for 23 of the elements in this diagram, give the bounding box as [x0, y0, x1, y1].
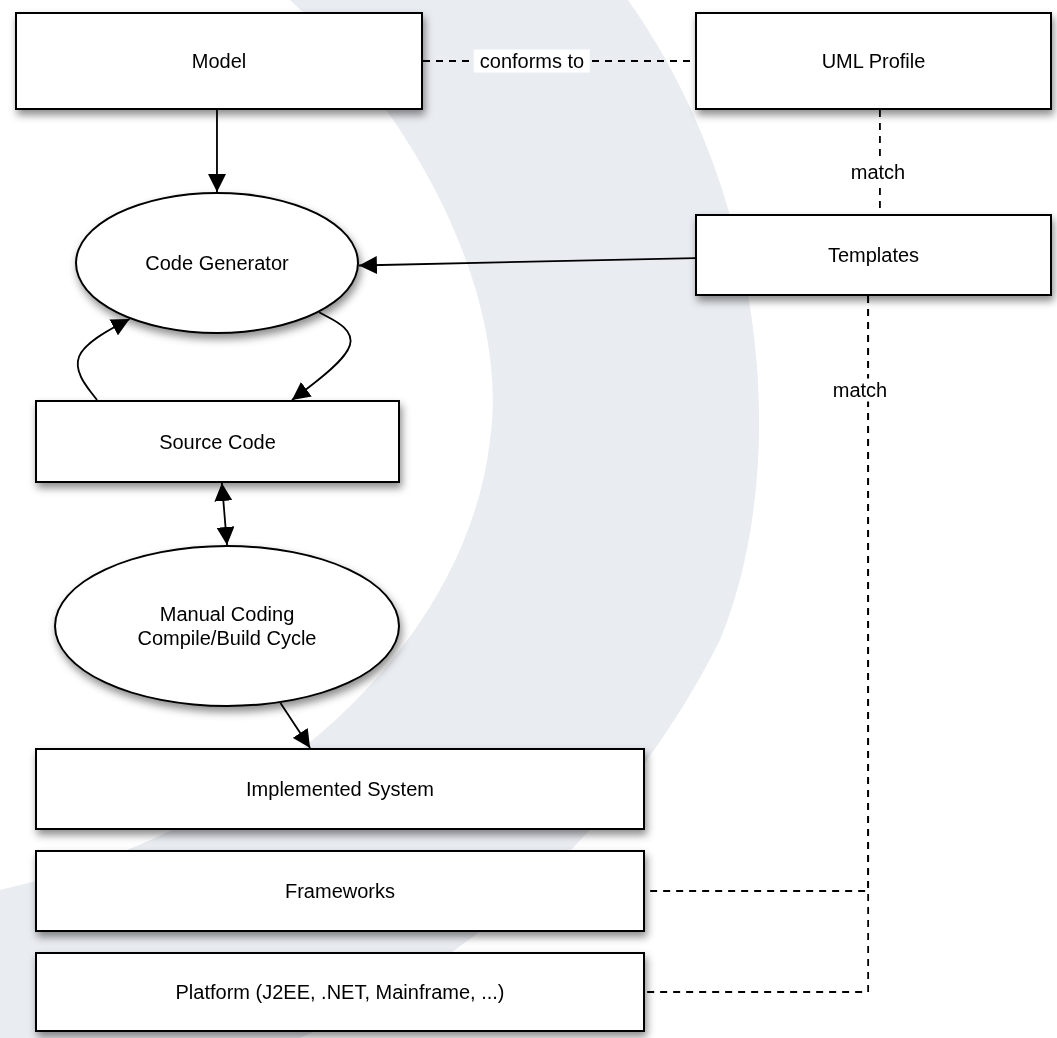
process-box [695, 12, 1052, 110]
process-box [35, 952, 645, 1032]
node-label: UML Profile [821, 49, 926, 73]
node-label: Model [191, 49, 247, 73]
node-label: Code Generator [145, 251, 289, 275]
process-box [35, 400, 400, 483]
process-box [15, 12, 423, 110]
node-label: Source Code [159, 429, 276, 454]
arrow [291, 311, 352, 401]
arrow [208, 109, 226, 193]
arrow [358, 256, 696, 275]
edge-label: conforms to [473, 49, 591, 73]
arrow [214, 482, 235, 546]
arrow [76, 318, 131, 401]
node-label: Templates [827, 243, 920, 267]
node-label: Platform (J2EE, .NET, Mainframe, ...) [175, 980, 505, 1004]
process-box [35, 748, 645, 830]
node-label: Implemented System [246, 777, 434, 801]
process-box [35, 850, 645, 932]
process-box [695, 214, 1052, 296]
arrow [279, 702, 311, 749]
node-label: Manual Coding Compile/Build Cycle [136, 602, 318, 650]
node-label: Frameworks [285, 879, 395, 903]
